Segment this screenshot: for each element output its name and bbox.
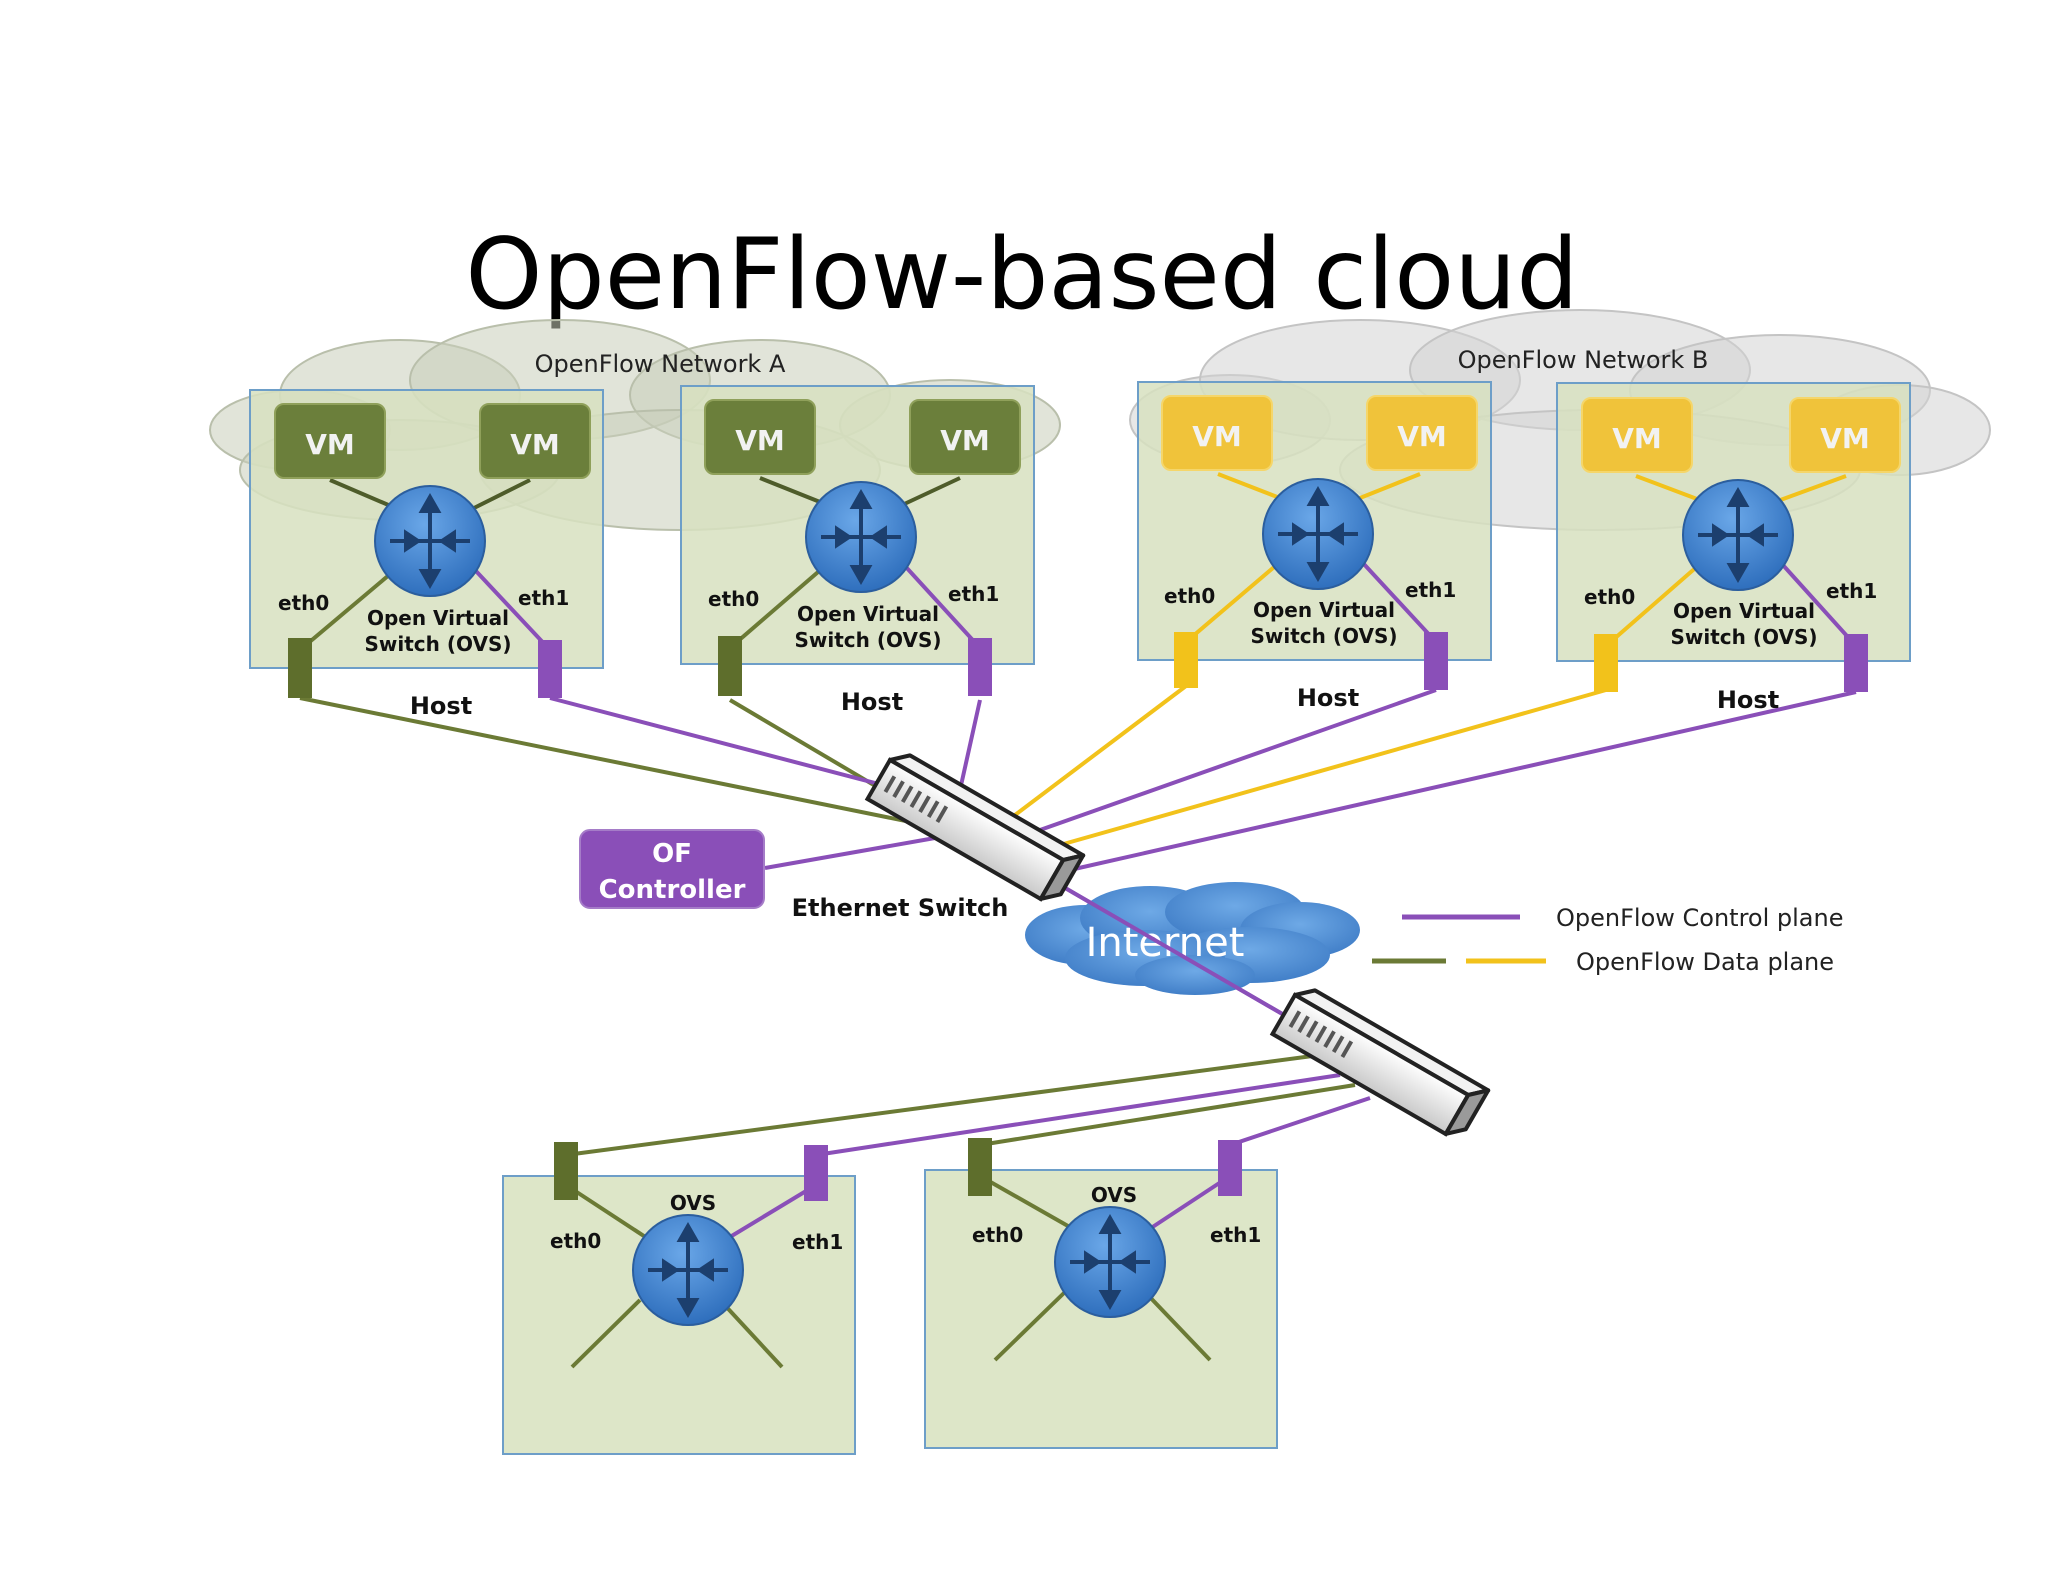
vm-2-label: VM: [510, 428, 560, 461]
host-label: Host: [410, 692, 472, 720]
ovs-router-icon-1[interactable]: [374, 485, 486, 597]
vm-2[interactable]: VM: [479, 403, 591, 479]
legend: OpenFlow Control plane OpenFlow Data pla…: [1372, 904, 1843, 976]
eth0-label: eth0: [550, 1229, 601, 1253]
eth0-port-host-4[interactable]: [1594, 634, 1618, 692]
eth1-label: eth1: [518, 586, 569, 610]
ethernet-switch-label: Ethernet Switch: [792, 894, 1009, 922]
ovs-label-line2: Switch (OVS): [795, 628, 942, 652]
vm-1-label: VM: [305, 428, 355, 461]
vm-group-network-a: VM VM VM VM: [274, 399, 1021, 479]
ovs-label-line1: Open Virtual: [367, 606, 509, 630]
eth0-label: eth0: [708, 587, 759, 611]
host-label: Host: [841, 688, 903, 716]
vm-3-label: VM: [735, 424, 785, 457]
eth1-port-host-3[interactable]: [1424, 632, 1448, 690]
internet-cloud[interactable]: Internet: [1025, 882, 1360, 995]
network-a-label: OpenFlow Network A: [535, 350, 786, 378]
vm-3[interactable]: VM: [704, 399, 816, 475]
internet-label: Internet: [1086, 920, 1245, 966]
network-b-label: OpenFlow Network B: [1458, 346, 1709, 374]
eth1-port-host-1[interactable]: [538, 640, 562, 698]
eth0-label: eth0: [278, 591, 329, 615]
ovs-router-icon-3[interactable]: [1262, 478, 1374, 590]
vm-7[interactable]: VM: [1581, 397, 1693, 473]
ovs-icons: [374, 478, 1794, 1326]
eth0-port-host-6[interactable]: [968, 1138, 992, 1196]
eth0-label: eth0: [1584, 585, 1635, 609]
ovs-router-icon-4[interactable]: [1682, 479, 1794, 591]
internet-link: [1058, 883, 1312, 1032]
host-label: Host: [1297, 684, 1359, 712]
eth1-label: eth1: [1210, 1223, 1261, 1247]
eth0-port-host-5[interactable]: [554, 1142, 578, 1200]
ovs-label: OVS: [670, 1191, 716, 1215]
ovs-router-icon-6[interactable]: [1054, 1206, 1166, 1318]
eth1-label: eth1: [1405, 578, 1456, 602]
vm-6-label: VM: [1397, 420, 1447, 453]
vm-5[interactable]: VM: [1161, 395, 1273, 471]
eth0-port-host-2[interactable]: [718, 636, 742, 696]
legend-control-plane-label: OpenFlow Control plane: [1556, 904, 1843, 932]
ovs-label-line1: Open Virtual: [797, 602, 939, 626]
of-controller-line1: OF: [652, 839, 692, 869]
ovs-label-line2: Switch (OVS): [1671, 625, 1818, 649]
host-label: Host: [1717, 686, 1779, 714]
ovs-router-icon-2[interactable]: [805, 481, 917, 593]
eth1-port-host-5[interactable]: [804, 1145, 828, 1201]
internal-lines: [298, 472, 1858, 1369]
eth-ports: [288, 632, 1868, 1201]
eth1-port-host-4[interactable]: [1844, 634, 1868, 692]
vm-4-label: VM: [940, 424, 990, 457]
ovs-label-line1: Open Virtual: [1673, 599, 1815, 623]
vm-group-network-b: VM VM VM VM: [1161, 395, 1901, 473]
vm-8[interactable]: VM: [1789, 397, 1901, 473]
host-text-labels: eth0 eth1 Open Virtual Switch (OVS) Host…: [278, 578, 1877, 1254]
ethernet-switch-icon[interactable]: [864, 748, 1086, 907]
ovs-label-line1: Open Virtual: [1253, 598, 1395, 622]
vm-1[interactable]: VM: [274, 403, 386, 479]
eth1-label: eth1: [948, 582, 999, 606]
eth0-port-host-1[interactable]: [288, 638, 312, 698]
eth1-label: eth1: [792, 1230, 843, 1254]
page-title: OpenFlow-based cloud: [465, 218, 1578, 332]
vm-7-label: VM: [1612, 422, 1662, 455]
eth0-label: eth0: [1164, 584, 1215, 608]
eth0-port-host-3[interactable]: [1174, 632, 1198, 688]
vm-5-label: VM: [1192, 420, 1242, 453]
ovs-label: OVS: [1091, 1183, 1137, 1207]
eth1-label: eth1: [1826, 579, 1877, 603]
vm-4[interactable]: VM: [909, 399, 1021, 475]
vm-6[interactable]: VM: [1366, 395, 1478, 471]
eth0-label: eth0: [972, 1223, 1023, 1247]
ovs-router-icon-5[interactable]: [632, 1214, 744, 1326]
ethernet-switch-icon-lower[interactable]: [1269, 983, 1491, 1142]
vm-8-label: VM: [1820, 422, 1870, 455]
ovs-label-line2: Switch (OVS): [1251, 624, 1398, 648]
eth1-port-host-2[interactable]: [968, 638, 992, 696]
ovs-label-line2: Switch (OVS): [365, 632, 512, 656]
of-controller[interactable]: OF Controller: [579, 829, 765, 909]
legend-data-plane-label: OpenFlow Data plane: [1576, 948, 1834, 976]
eth1-port-host-6[interactable]: [1218, 1140, 1242, 1196]
of-controller-line2: Controller: [599, 875, 746, 905]
